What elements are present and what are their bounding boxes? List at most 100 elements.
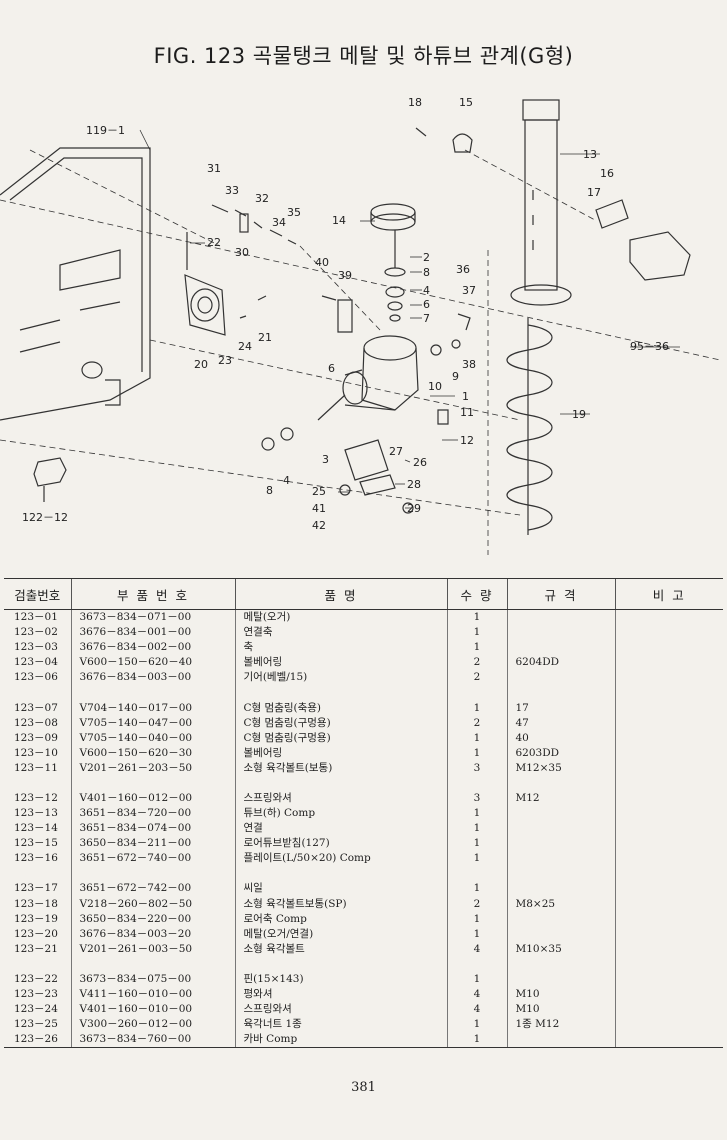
ref-no-cell: 123－09 xyxy=(14,731,58,744)
seal-part xyxy=(595,199,629,229)
qty-cell: 4 xyxy=(446,986,507,1003)
qty-cell: 1 xyxy=(446,609,507,626)
spec-cell xyxy=(506,609,615,626)
spec-cell xyxy=(506,625,615,641)
spec-cell xyxy=(506,851,615,867)
part-name-cell: C형 멈춤링(구멍용) xyxy=(234,730,447,746)
part-no-cell: 3676－834－001－00 xyxy=(70,625,235,641)
qty-cell: 1 xyxy=(446,700,507,716)
callout-27: 27 xyxy=(389,445,403,458)
part-no-cell: V600－150－620－30 xyxy=(70,745,235,761)
callout-122-12: 122－12 xyxy=(22,511,68,524)
remarks-cell xyxy=(614,881,723,897)
remarks-cell xyxy=(614,866,723,882)
part-name-cell: C형 멈춤링(축용) xyxy=(234,700,447,716)
callout-10: 10 xyxy=(428,380,442,393)
spec-cell: 6203DD xyxy=(506,745,615,761)
figure-title: FIG. 123 곡물탱크 메탈 및 하튜브 관계(G형) xyxy=(153,44,574,68)
qty-cell: 3 xyxy=(446,790,507,807)
table-row xyxy=(4,685,723,701)
callout-4: 4 xyxy=(423,284,430,297)
part-name-cell: 축 xyxy=(234,640,447,656)
table-row xyxy=(4,866,723,882)
ref-no-cell xyxy=(4,957,71,972)
part-no-cell: V201－261－003－50 xyxy=(70,941,235,957)
part-no-cell: 3673－834－075－00 xyxy=(70,971,235,987)
part-no-cell: 3650－834－220－00 xyxy=(70,911,235,927)
spec-cell: M12×35 xyxy=(506,760,615,776)
col-remarks: 비 고 xyxy=(614,578,723,610)
remarks-cell xyxy=(614,911,723,927)
qty-cell xyxy=(446,685,507,701)
part-name-cell: 볼베어링 xyxy=(234,745,447,761)
callout-22: 22 xyxy=(207,236,221,249)
lower-tube xyxy=(510,99,572,306)
part-name-cell: 기어(베벨/15) xyxy=(234,670,447,686)
remarks-cell xyxy=(614,760,723,776)
part-no-cell: V411－160－010－00 xyxy=(70,986,235,1003)
part-name-cell: 메탈(오거/연결) xyxy=(234,926,447,942)
remarks-cell xyxy=(614,745,723,761)
assembly-lines xyxy=(0,149,721,555)
callout-17: 17 xyxy=(587,186,601,199)
spec-cell: M10 xyxy=(506,986,615,1003)
callout-6b: 6 xyxy=(328,362,335,375)
qty-cell: 1 xyxy=(446,821,507,837)
ref-no-cell: 123－08 xyxy=(14,716,58,729)
spec-cell xyxy=(506,640,615,656)
part-name-cell: 플레이트(L/50×20) Comp xyxy=(234,851,447,867)
spec-cell xyxy=(506,1032,615,1049)
leader-lines xyxy=(139,129,680,509)
ref-no-cell: 123－04 xyxy=(14,656,58,669)
remarks-cell xyxy=(614,775,723,791)
clamp-part xyxy=(33,457,67,502)
spec-cell: 40 xyxy=(506,730,615,746)
part-no-cell: V201－261－203－50 xyxy=(70,760,235,776)
part-name-cell xyxy=(234,685,447,701)
qty-cell: 1 xyxy=(446,806,507,822)
ref-no-cell xyxy=(4,866,71,881)
ref-no-cell xyxy=(4,776,71,791)
part-no-cell: 3676－834－002－00 xyxy=(70,640,235,656)
qty-cell: 1 xyxy=(446,881,507,897)
qty-cell: 4 xyxy=(446,941,507,957)
callout-37: 37 xyxy=(462,284,476,297)
remarks-cell xyxy=(614,851,723,867)
callout-18: 18 xyxy=(408,96,422,109)
part-no-cell xyxy=(70,956,235,972)
remarks-cell xyxy=(614,926,723,942)
part-no-cell: V705－140－040－00 xyxy=(70,730,235,746)
remarks-cell xyxy=(614,986,723,1003)
callout-42: 42 xyxy=(312,519,326,532)
qty-cell: 1 xyxy=(446,1032,507,1049)
part-name-cell: 소형 육각볼트(보통) xyxy=(234,760,447,776)
spec-cell: M8×25 xyxy=(506,896,615,912)
remarks-cell xyxy=(614,1017,723,1033)
remarks-cell xyxy=(614,655,723,671)
ref-no-cell: 123－16 xyxy=(14,852,58,865)
callout-30: 30 xyxy=(235,246,249,259)
callout-39: 39 xyxy=(338,269,352,282)
qty-cell: 1 xyxy=(446,625,507,641)
table-row xyxy=(4,956,723,972)
spec-cell xyxy=(506,821,615,837)
ref-no-cell: 123－21 xyxy=(14,942,58,955)
remarks-cell xyxy=(614,956,723,972)
part-name-cell: 튜브(하) Comp xyxy=(234,806,447,822)
callout-6: 6 xyxy=(423,298,430,311)
qty-cell: 1 xyxy=(446,836,507,852)
qty-cell xyxy=(446,775,507,791)
ref-no-cell: 123－11 xyxy=(14,761,58,774)
part-name-cell: 연결 xyxy=(234,821,447,837)
